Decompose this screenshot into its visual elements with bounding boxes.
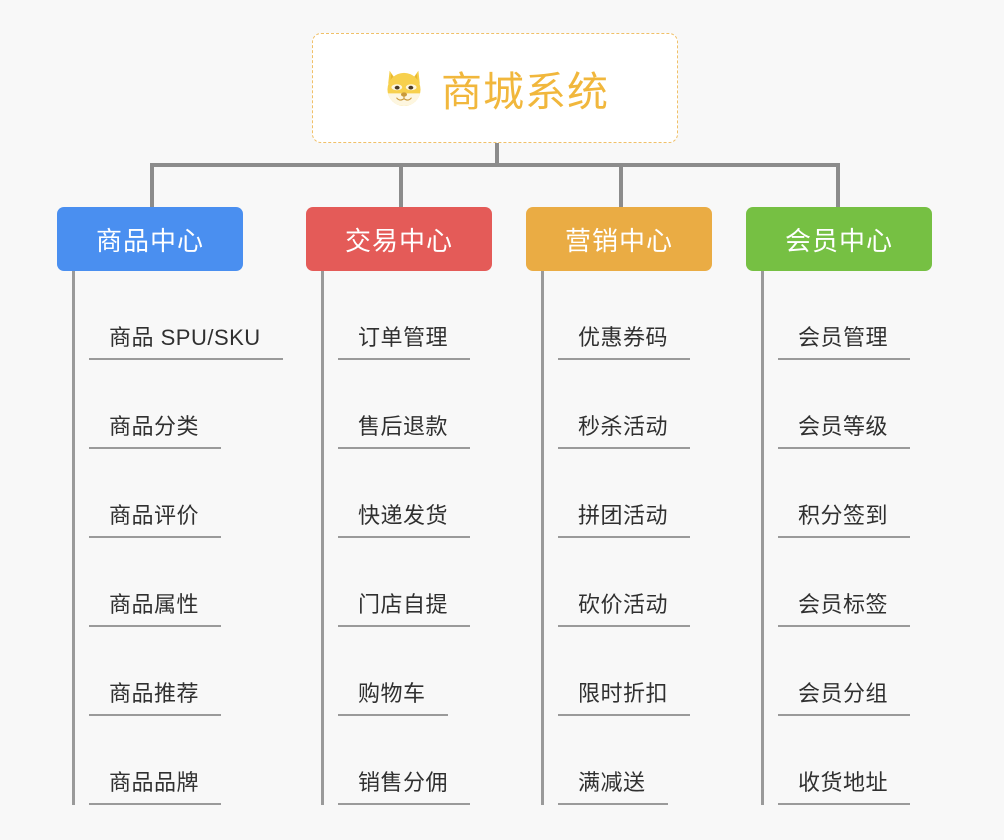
leaf-item[interactable]: 会员等级 [764, 360, 932, 449]
connector-drop-3 [836, 163, 840, 209]
leaf-item[interactable]: 门店自提 [324, 538, 492, 627]
category-header-label: 交易中心 [344, 225, 453, 256]
connector-drop-0 [150, 163, 154, 209]
branch-column-trade: 交易中心 订单管理 售后退款 快递发货 门店自提 购物车 销售分佣 [306, 207, 492, 805]
leaf-label: 购物车 [338, 676, 448, 716]
leaf-item[interactable]: 会员标签 [764, 538, 932, 627]
leaf-list-member: 会员管理 会员等级 积分签到 会员标签 会员分组 收货地址 [761, 271, 932, 805]
category-header-label: 会员中心 [784, 225, 893, 256]
leaf-item[interactable]: 收货地址 [764, 716, 932, 805]
shiba-dog-face-icon [381, 65, 427, 111]
leaf-item[interactable]: 商品属性 [75, 538, 243, 627]
root-title: 商城系统 [441, 69, 609, 115]
connector-drop-2 [619, 163, 623, 209]
leaf-label: 限时折扣 [558, 676, 691, 716]
leaf-label: 商品推荐 [89, 676, 222, 716]
connector-drop-1 [399, 163, 403, 209]
leaf-list-marketing: 优惠券码 秒杀活动 拼团活动 砍价活动 限时折扣 满减送 [541, 271, 712, 805]
leaf-label: 优惠券码 [558, 320, 691, 360]
leaf-label: 商品分类 [89, 409, 222, 449]
leaf-item[interactable]: 商品品牌 [75, 716, 243, 805]
leaf-list-trade: 订单管理 售后退款 快递发货 门店自提 购物车 销售分佣 [321, 271, 492, 805]
connector-root-stem [495, 143, 499, 165]
leaf-item[interactable]: 会员分组 [764, 627, 932, 716]
category-header-marketing[interactable]: 营销中心 [526, 207, 712, 271]
leaf-label: 销售分佣 [338, 765, 471, 805]
leaf-item[interactable]: 购物车 [324, 627, 492, 716]
leaf-item[interactable]: 秒杀活动 [544, 360, 712, 449]
leaf-label: 订单管理 [338, 320, 471, 360]
leaf-item[interactable]: 快递发货 [324, 449, 492, 538]
root-node[interactable]: 商城系统 [312, 33, 678, 143]
leaf-item[interactable]: 商品评价 [75, 449, 243, 538]
leaf-label: 售后退款 [338, 409, 471, 449]
leaf-item[interactable]: 订单管理 [324, 271, 492, 360]
leaf-item[interactable]: 销售分佣 [324, 716, 492, 805]
connector-horizontal-bus [150, 163, 840, 167]
leaf-label: 满减送 [558, 765, 668, 805]
leaf-label: 商品属性 [89, 587, 222, 627]
leaf-item[interactable]: 会员管理 [764, 271, 932, 360]
leaf-item[interactable]: 商品推荐 [75, 627, 243, 716]
leaf-label: 快递发货 [338, 498, 471, 538]
leaf-label: 秒杀活动 [558, 409, 691, 449]
leaf-label: 会员等级 [778, 409, 911, 449]
leaf-item[interactable]: 拼团活动 [544, 449, 712, 538]
leaf-label: 拼团活动 [558, 498, 691, 538]
branch-column-member: 会员中心 会员管理 会员等级 积分签到 会员标签 会员分组 收货地址 [746, 207, 932, 805]
leaf-label: 商品 SPU/SKU [89, 320, 283, 360]
leaf-item[interactable]: 限时折扣 [544, 627, 712, 716]
category-header-member[interactable]: 会员中心 [746, 207, 932, 271]
leaf-item[interactable]: 优惠券码 [544, 271, 712, 360]
leaf-label: 会员管理 [778, 320, 911, 360]
leaf-item[interactable]: 满减送 [544, 716, 712, 805]
category-header-product[interactable]: 商品中心 [57, 207, 243, 271]
category-header-trade[interactable]: 交易中心 [306, 207, 492, 271]
leaf-item[interactable]: 售后退款 [324, 360, 492, 449]
leaf-label: 会员标签 [778, 587, 911, 627]
leaf-label: 门店自提 [338, 587, 471, 627]
branch-column-product: 商品中心 商品 SPU/SKU 商品分类 商品评价 商品属性 商品推荐 商品品牌 [57, 207, 283, 805]
leaf-item[interactable]: 砍价活动 [544, 538, 712, 627]
leaf-item[interactable]: 商品分类 [75, 360, 243, 449]
category-header-label: 营销中心 [564, 225, 673, 256]
leaf-label: 商品品牌 [89, 765, 222, 805]
leaf-item[interactable]: 商品 SPU/SKU [75, 271, 283, 360]
leaf-label: 收货地址 [778, 765, 911, 805]
leaf-list-product: 商品 SPU/SKU 商品分类 商品评价 商品属性 商品推荐 商品品牌 [72, 271, 283, 805]
leaf-label: 砍价活动 [558, 587, 691, 627]
leaf-label: 商品评价 [89, 498, 222, 538]
category-header-label: 商品中心 [95, 225, 204, 256]
leaf-label: 会员分组 [778, 676, 911, 716]
branch-column-marketing: 营销中心 优惠券码 秒杀活动 拼团活动 砍价活动 限时折扣 满减送 [526, 207, 712, 805]
leaf-label: 积分签到 [778, 498, 911, 538]
leaf-item[interactable]: 积分签到 [764, 449, 932, 538]
